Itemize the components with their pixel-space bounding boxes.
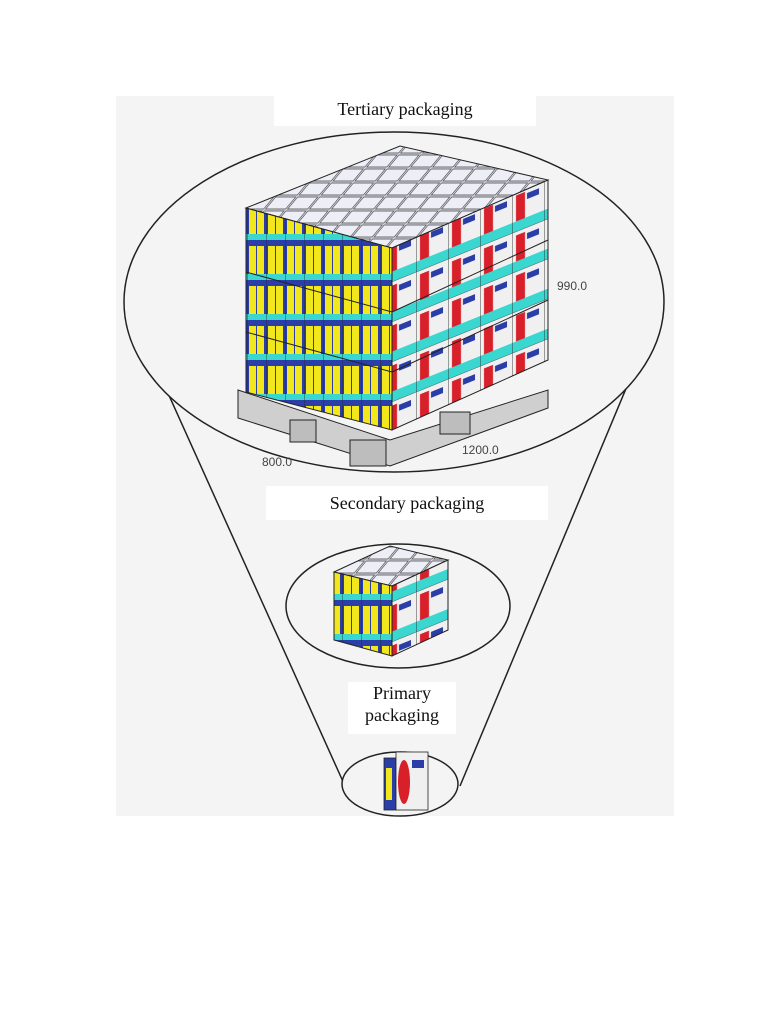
pallet-block [289,419,317,443]
primary-unit [383,751,429,811]
primary-label: Primary packaging [348,682,456,734]
load-right-face [391,179,549,431]
height-dimension: 990.0 [557,279,587,293]
pallet-block [349,439,387,467]
unit-yellow-band [386,768,392,800]
unit-logo [398,760,410,804]
width-dimension: 800.0 [262,455,292,469]
layer-line [391,239,549,313]
primary-label-line1: Primary [373,683,431,703]
length-dimension: 1200.0 [462,443,499,457]
pallet-block [439,411,471,435]
tertiary-label: Tertiary packaging [274,96,536,126]
unit-logo-text [412,760,424,768]
layer-line [245,331,393,373]
secondary-label: Secondary packaging [266,486,548,520]
pallet-load [237,145,550,467]
layer-line [391,299,549,373]
primary-label-line2: packaging [365,705,439,725]
case-right-face [391,559,449,657]
layer-line [245,271,393,313]
secondary-case [332,545,450,657]
